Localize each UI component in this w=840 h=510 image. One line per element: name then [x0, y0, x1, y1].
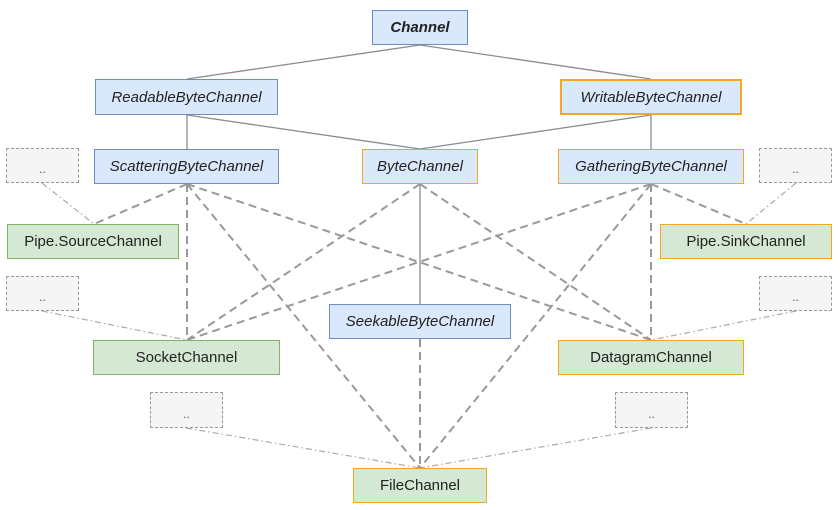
node-byte-channel[interactable]: ByteChannel: [362, 149, 478, 184]
edge-gathering-socket: [186, 183, 652, 341]
edge-more-file-right: [419, 427, 652, 469]
node-pipe-source-channel[interactable]: Pipe.SourceChannel: [7, 224, 179, 259]
edge-bytechannel-datagram: [419, 183, 652, 341]
edge-more-datagram: [650, 310, 797, 341]
edge-bytechannel-socket: [186, 183, 421, 341]
edge-channel-readable: [186, 44, 421, 80]
node-writable-byte-channel[interactable]: WritableByteChannel: [560, 79, 742, 115]
edge-readable-bytechannel: [186, 114, 421, 150]
node-datagram-channel[interactable]: DatagramChannel: [558, 340, 744, 375]
more-placeholder-datagram: ..: [759, 276, 832, 311]
edge-gathering-file: [419, 183, 652, 469]
edge-more-file-left: [185, 427, 421, 469]
node-pipe-sink-channel[interactable]: Pipe.SinkChannel: [660, 224, 832, 259]
more-placeholder-file-right: ..: [615, 392, 688, 428]
more-placeholder-pipe-sink: ..: [759, 148, 832, 183]
edge-scattering-datagram: [186, 183, 652, 341]
edge-more-pipesink: [745, 182, 797, 225]
node-readable-byte-channel[interactable]: ReadableByteChannel: [95, 79, 278, 115]
node-socket-channel[interactable]: SocketChannel: [93, 340, 280, 375]
more-placeholder-socket: ..: [6, 276, 79, 311]
edge-scattering-file: [186, 183, 421, 469]
edge-scattering-pipesource: [93, 183, 188, 225]
edge-more-pipesource: [41, 182, 95, 225]
more-placeholder-file-left: ..: [150, 392, 223, 428]
edge-writable-bytechannel: [419, 114, 652, 150]
node-scattering-byte-channel[interactable]: ScatteringByteChannel: [94, 149, 279, 184]
edge-channel-writable: [419, 44, 652, 80]
edge-more-socket: [41, 310, 188, 341]
edge-gathering-pipesink: [650, 183, 747, 225]
node-gathering-byte-channel[interactable]: GatheringByteChannel: [558, 149, 744, 184]
node-channel[interactable]: Channel: [372, 10, 468, 45]
node-file-channel[interactable]: FileChannel: [353, 468, 487, 503]
more-placeholder-pipe-source: ..: [6, 148, 79, 183]
node-seekable-byte-channel[interactable]: SeekableByteChannel: [329, 304, 511, 339]
